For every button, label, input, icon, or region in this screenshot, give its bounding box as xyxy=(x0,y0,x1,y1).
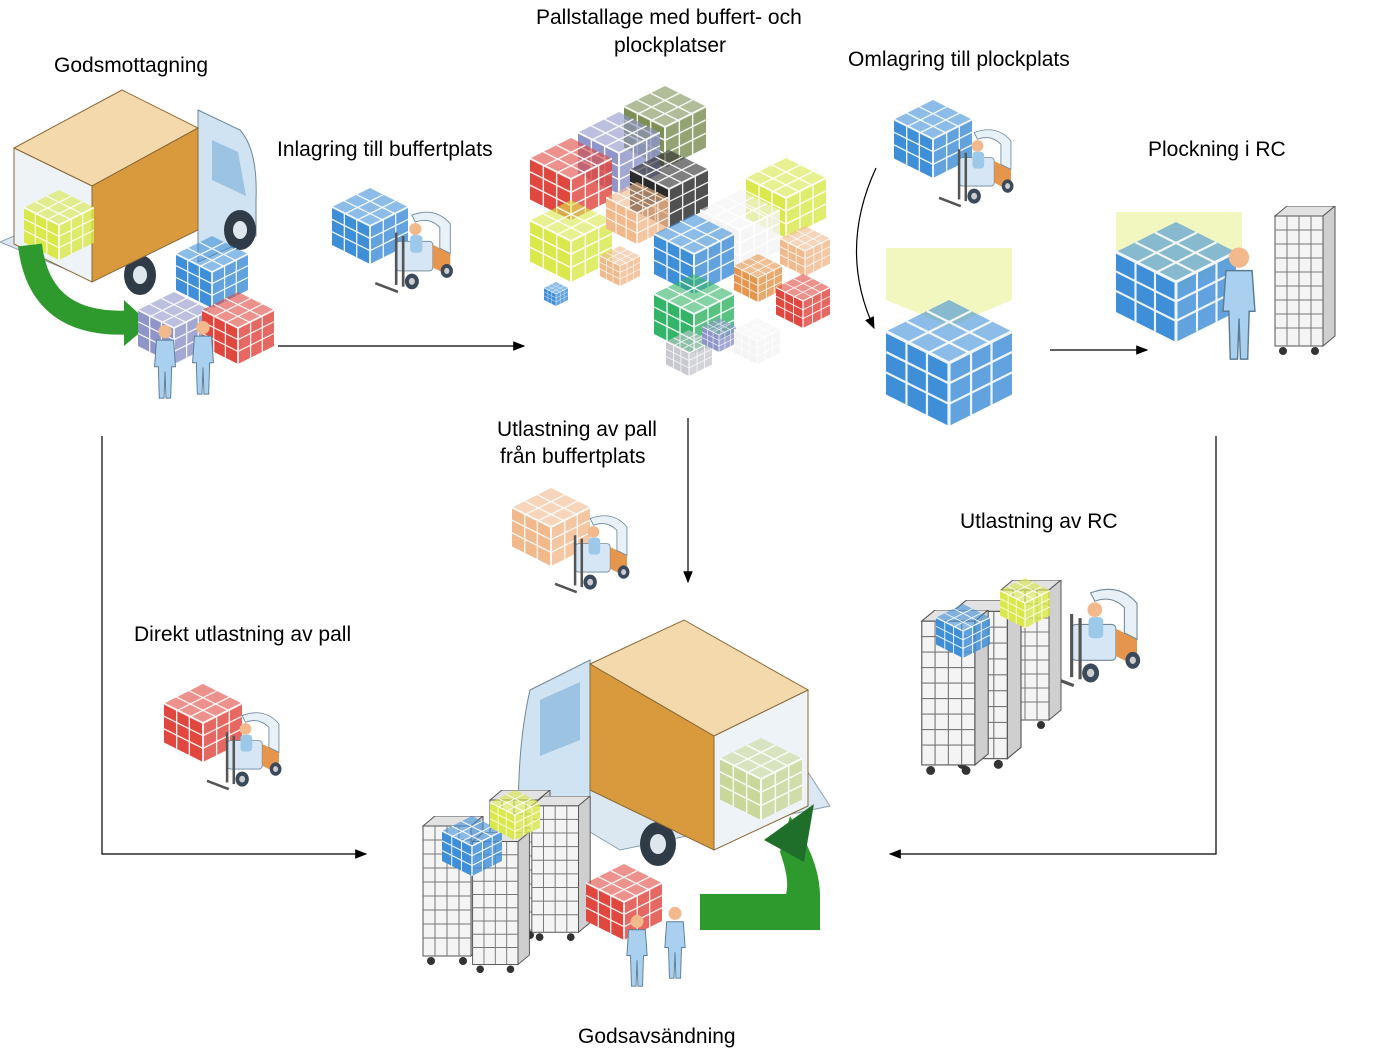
label-rack-line1: Pallstallage med buffert- och xyxy=(536,6,802,29)
label-unload-rc: Utlastning av RC xyxy=(960,510,1118,533)
label-receiving: Godsmottagning xyxy=(54,54,209,77)
label-dispatch: Godsavsändning xyxy=(578,1025,736,1048)
relocation-forklift-icon xyxy=(894,100,1016,208)
arrow-picking-to-dispatch xyxy=(888,436,1217,859)
label-put-away: Inlagring till buffertplats xyxy=(277,138,493,161)
receiving-truck-icon xyxy=(0,89,257,346)
arrow-direct-to-dispatch xyxy=(101,436,368,859)
label-rack-line2: plockplatser xyxy=(614,34,727,57)
unload-rc-icon xyxy=(921,578,1143,776)
label-direct-unload: Direkt utlastning av pall xyxy=(134,623,352,646)
pallet-rack-icon xyxy=(530,86,830,376)
picking-station-icon xyxy=(1116,206,1336,360)
label-unload-pallet-line2: från buffertplats xyxy=(500,445,646,468)
arrow-rack-to-relocation xyxy=(855,167,877,330)
label-relocation: Omlagring till plockplats xyxy=(848,48,1070,71)
flow-connectors xyxy=(101,167,1217,859)
label-picking: Plockning i RC xyxy=(1148,138,1286,161)
receiving-pallets-icon xyxy=(138,236,274,399)
direct-unload-forklift-icon xyxy=(164,684,284,791)
unload-buffer-forklift-icon xyxy=(512,488,632,594)
putaway-forklift-icon xyxy=(332,188,455,294)
pick-location-icon xyxy=(886,248,1012,428)
label-unload-pallet-line1: Utlastning av pall xyxy=(497,418,657,441)
